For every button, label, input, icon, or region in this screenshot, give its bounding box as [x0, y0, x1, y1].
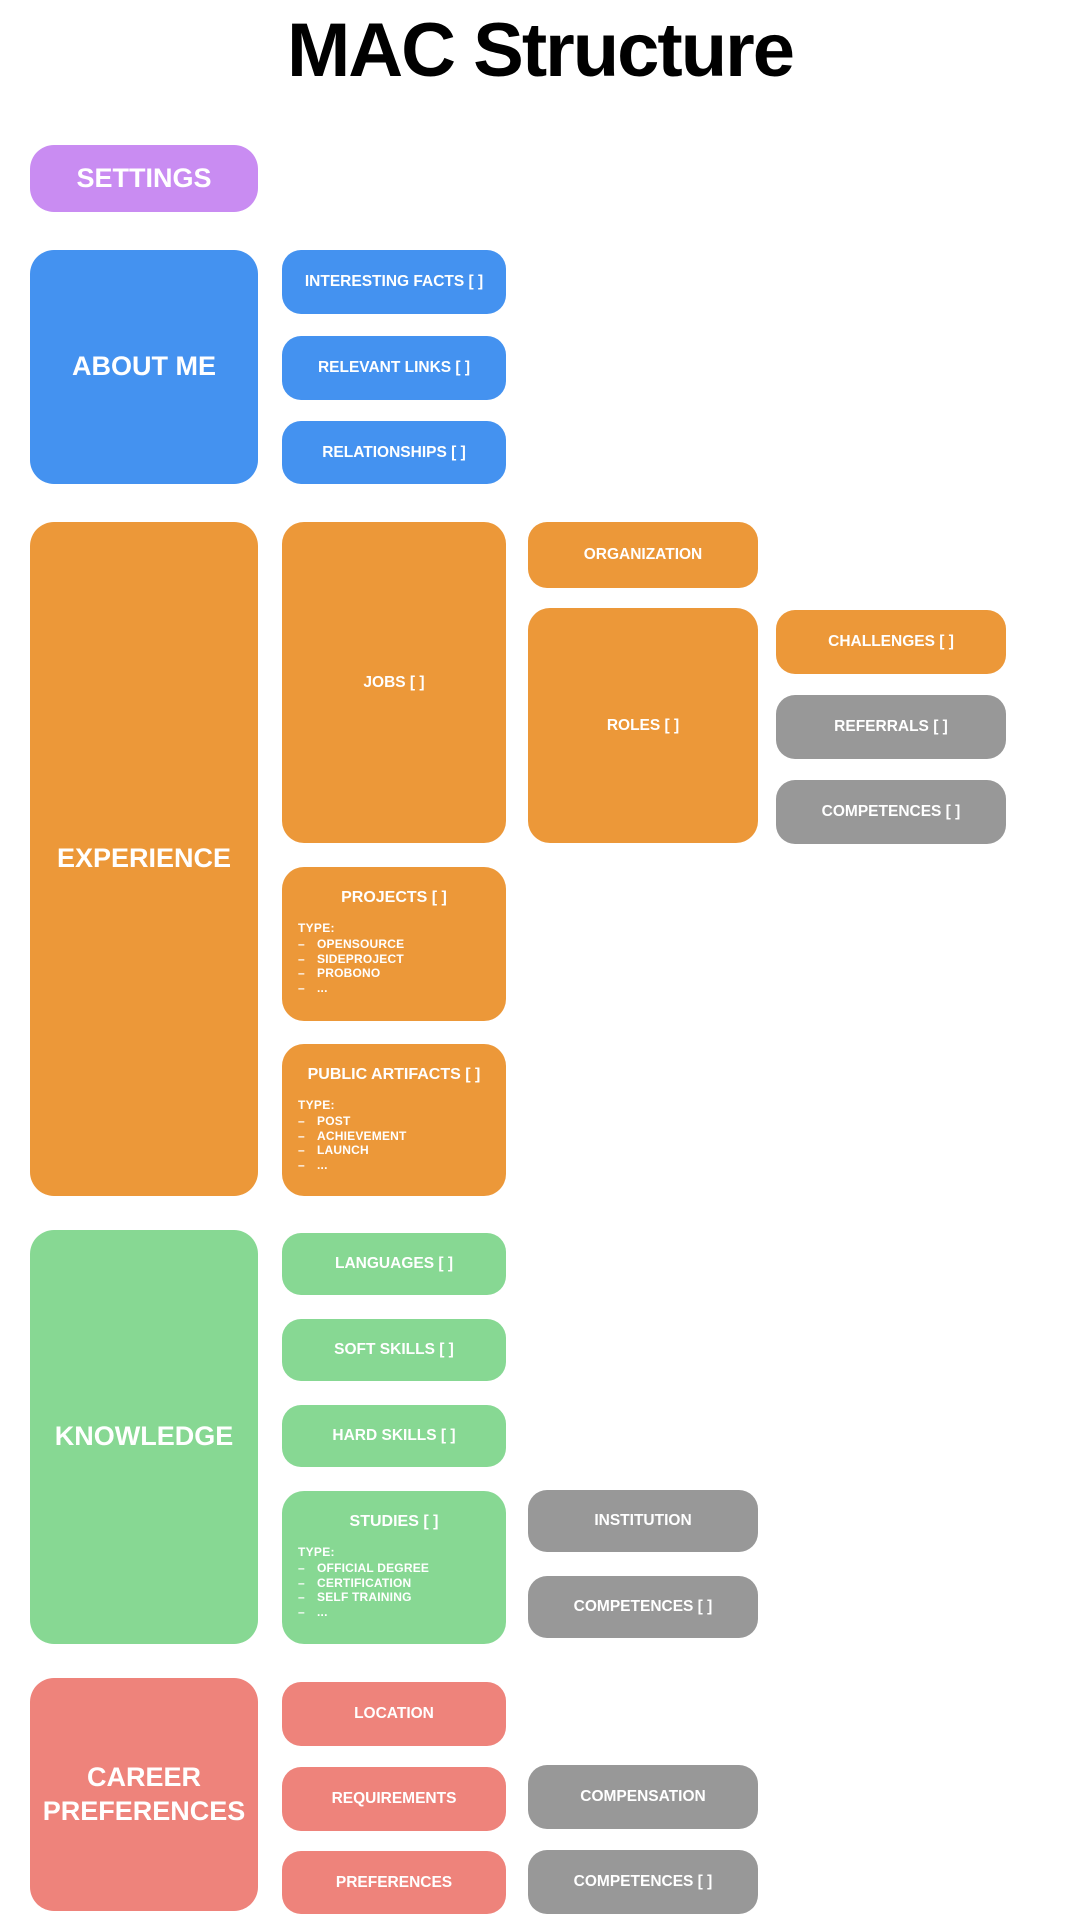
- languages-label: LANGUAGES [ ]: [335, 1255, 453, 1272]
- institution-label: INSTITUTION: [594, 1512, 692, 1529]
- studies-label: STUDIES [ ]: [349, 1513, 439, 1530]
- relationships-label: RELATIONSHIPS [ ]: [322, 443, 466, 461]
- type-item: LAUNCH: [298, 1143, 490, 1158]
- type-item: CERTIFICATION: [298, 1576, 490, 1591]
- career-preferences-label: CAREER PREFERENCES: [42, 1761, 246, 1826]
- challenges-block: CHALLENGES [ ]: [776, 610, 1006, 674]
- type-item: SIDEPROJECT: [298, 952, 490, 967]
- about-me-label: ABOUT ME: [72, 351, 216, 382]
- referrals-block: REFERRALS [ ]: [776, 695, 1006, 759]
- referrals-label: REFERRALS [ ]: [834, 718, 948, 735]
- knowledge-label: KNOWLEDGE: [54, 1421, 234, 1452]
- compensation-block: COMPENSATION: [528, 1765, 758, 1829]
- competences-knowledge-label: COMPETENCES [ ]: [573, 1598, 713, 1615]
- competences-career-label: COMPETENCES [ ]: [573, 1873, 713, 1890]
- requirements-label: REQUIREMENTS: [331, 1790, 457, 1807]
- competences-knowledge-block: COMPETENCES [ ]: [528, 1576, 758, 1638]
- hard-skills-label: HARD SKILLS [ ]: [332, 1427, 456, 1444]
- experience-label: EXPERIENCE: [56, 843, 232, 874]
- interesting-facts-label: INTERESTING FACTS [ ]: [304, 273, 484, 290]
- projects-type-heading: TYPE:: [298, 921, 335, 935]
- type-item: ...: [298, 1158, 490, 1173]
- preferences-block: PREFERENCES: [282, 1851, 506, 1914]
- jobs-block: JOBS [ ]: [282, 522, 506, 843]
- type-item: ...: [298, 1605, 490, 1620]
- type-item: ACHIEVEMENT: [298, 1129, 490, 1144]
- experience-block: EXPERIENCE: [30, 522, 258, 1196]
- jobs-label: JOBS [ ]: [363, 673, 425, 691]
- organization-block: ORGANIZATION: [528, 522, 758, 588]
- studies-type-heading: TYPE:: [298, 1545, 335, 1559]
- settings-label: SETTINGS: [76, 162, 212, 193]
- preferences-label: PREFERENCES: [335, 1873, 453, 1891]
- page-title: MAC Structure: [286, 8, 795, 93]
- settings-block: SETTINGS: [30, 145, 258, 212]
- roles-label: ROLES [ ]: [606, 716, 680, 734]
- institution-block: INSTITUTION: [528, 1490, 758, 1552]
- public-artifacts-block: PUBLIC ARTIFACTS [ ] TYPE: POST ACHIEVEM…: [282, 1044, 506, 1196]
- location-block: LOCATION: [282, 1682, 506, 1746]
- projects-block: PROJECTS [ ] TYPE: OPENSOURCE SIDEPROJEC…: [282, 867, 506, 1021]
- type-item: OPENSOURCE: [298, 937, 490, 952]
- type-item: OFFICIAL DEGREE: [298, 1561, 490, 1576]
- interesting-facts-block: INTERESTING FACTS [ ]: [282, 250, 506, 314]
- about-me-block: ABOUT ME: [30, 250, 258, 484]
- location-label: LOCATION: [354, 1705, 434, 1722]
- knowledge-block: KNOWLEDGE: [30, 1230, 258, 1644]
- studies-type-list: TYPE: OFFICIAL DEGREE CERTIFICATION SELF…: [298, 1545, 490, 1619]
- relevant-links-block: RELEVANT LINKS [ ]: [282, 336, 506, 400]
- hard-skills-block: HARD SKILLS [ ]: [282, 1405, 506, 1467]
- projects-label: PROJECTS [ ]: [341, 889, 447, 906]
- relevant-links-label: RELEVANT LINKS [ ]: [317, 359, 471, 376]
- soft-skills-label: SOFT SKILLS [ ]: [334, 1341, 454, 1358]
- organization-label: ORGANIZATION: [583, 546, 703, 563]
- public-artifacts-label: PUBLIC ARTIFACTS [ ]: [307, 1066, 481, 1083]
- career-preferences-block: CAREER PREFERENCES: [30, 1678, 258, 1911]
- soft-skills-block: SOFT SKILLS [ ]: [282, 1319, 506, 1381]
- projects-type-list: TYPE: OPENSOURCE SIDEPROJECT PROBONO ...: [298, 921, 490, 995]
- requirements-block: REQUIREMENTS: [282, 1767, 506, 1831]
- type-item: ...: [298, 981, 490, 996]
- type-item: POST: [298, 1114, 490, 1129]
- compensation-label: COMPENSATION: [580, 1788, 706, 1805]
- relationships-block: RELATIONSHIPS [ ]: [282, 421, 506, 484]
- studies-block: STUDIES [ ] TYPE: OFFICIAL DEGREE CERTIF…: [282, 1491, 506, 1644]
- public-artifacts-type-list: TYPE: POST ACHIEVEMENT LAUNCH ...: [298, 1098, 490, 1172]
- challenges-label: CHALLENGES [ ]: [828, 633, 954, 650]
- competences-experience-block: COMPETENCES [ ]: [776, 780, 1006, 844]
- type-item: SELF TRAINING: [298, 1590, 490, 1605]
- languages-block: LANGUAGES [ ]: [282, 1233, 506, 1295]
- competences-career-block: COMPETENCES [ ]: [528, 1850, 758, 1914]
- type-item: PROBONO: [298, 966, 490, 981]
- public-artifacts-type-heading: TYPE:: [298, 1098, 335, 1112]
- competences-experience-label: COMPETENCES [ ]: [821, 803, 961, 820]
- roles-block: ROLES [ ]: [528, 608, 758, 843]
